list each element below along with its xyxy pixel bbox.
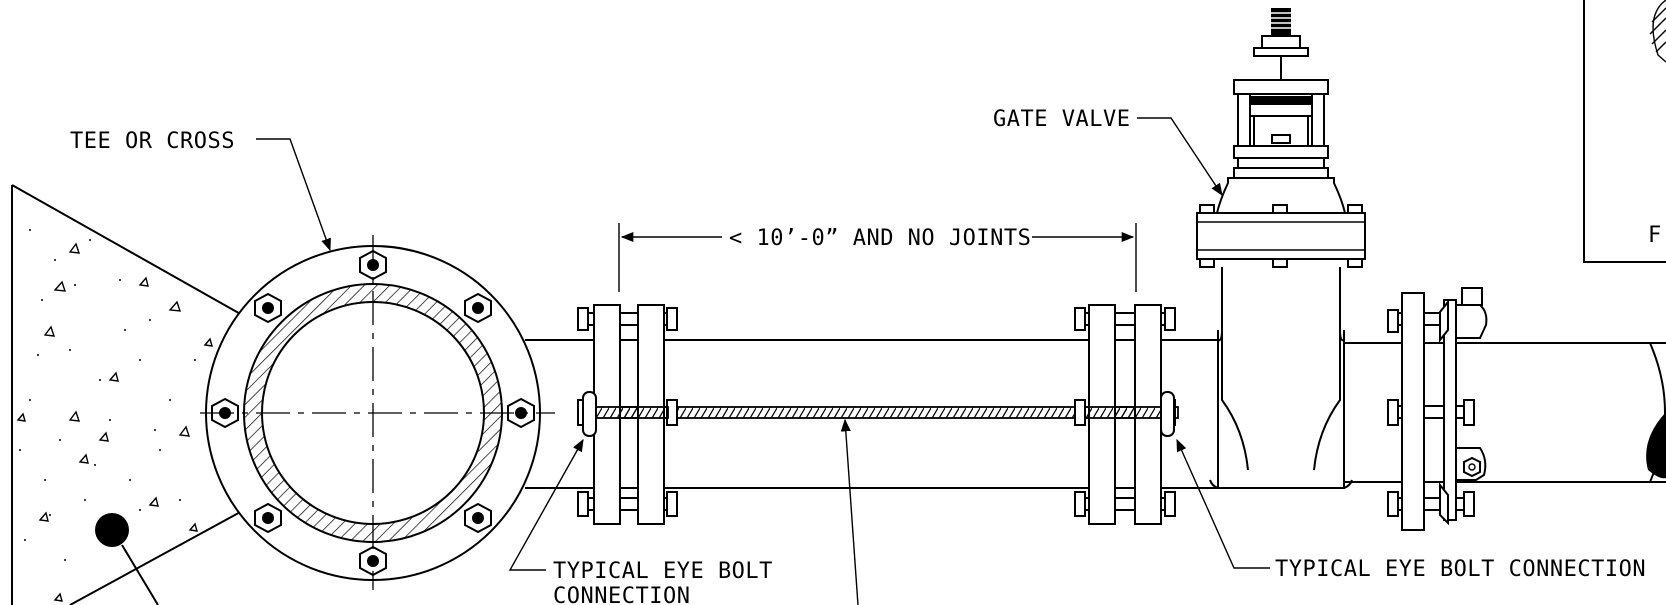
callout-eye-bolt-right: TYPICAL EYE BOLT CONNECTION [1176,438,1646,582]
rebar-dot [95,513,129,547]
dimension-label: < 10’-0” AND NO JOINTS [729,226,1031,251]
label-tee-or-cross: TEE OR CROSS [70,129,235,154]
callout-eye-bolt-left: TYPICAL EYE BOLT CONNECTION [508,438,773,605]
eye-bolt-right [1160,391,1175,437]
rebar-leader [121,544,159,605]
callout-gate-valve: GATE VALVE [993,107,1223,197]
downstream-pipe [1344,287,1666,531]
callout-tee-or-cross: TEE OR CROSS [70,129,331,252]
label-eye-bolt-right: TYPICAL EYE BOLT CONNECTION [1275,557,1646,582]
eye-bolt-left [582,391,597,437]
callout-restraint-rod [840,418,859,605]
partial-letter: F [1648,223,1662,248]
label-eye-bolt-left-2: CONNECTION [553,584,690,605]
label-gate-valve: GATE VALVE [993,107,1130,132]
left-flange-pair [577,304,678,525]
dimension-annotation: < 10’-0” AND NO JOINTS [618,223,1137,292]
label-eye-bolt-left-1: TYPICAL EYE BOLT [553,559,773,584]
right-flange-pair [1074,304,1176,525]
gate-valve [1196,8,1366,489]
tee-flange-end-view [200,235,555,590]
adjacent-detail-frame: F [1583,0,1666,263]
concrete-thrust-block [11,184,245,605]
